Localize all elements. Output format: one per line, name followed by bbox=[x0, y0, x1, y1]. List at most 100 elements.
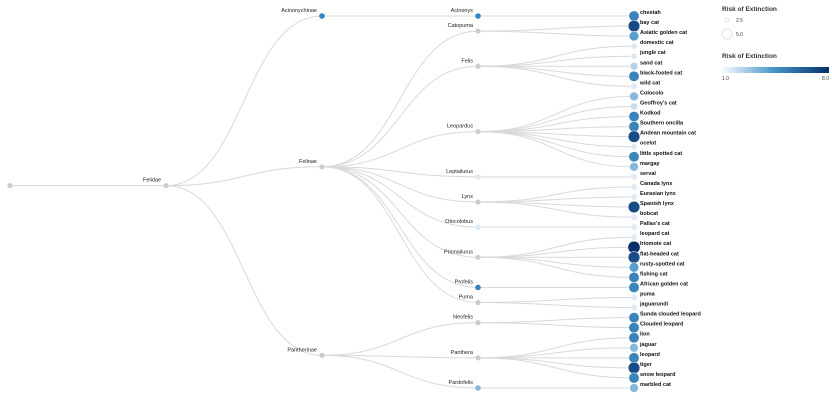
node-circle[interactable] bbox=[629, 62, 639, 71]
node-circle[interactable] bbox=[628, 372, 640, 384]
node-circle[interactable] bbox=[7, 183, 13, 189]
leaf-domestic-cat[interactable]: domestic cat bbox=[630, 40, 674, 50]
node-circle[interactable] bbox=[475, 13, 481, 19]
node-leptailurus[interactable]: Leptailurus bbox=[446, 169, 481, 180]
leaf-margay[interactable]: margay bbox=[629, 161, 661, 172]
node-circle[interactable] bbox=[630, 193, 638, 201]
node-circle[interactable] bbox=[629, 91, 639, 102]
node-felis[interactable]: Felis bbox=[461, 58, 481, 69]
leaf-marbled-cat[interactable]: marbled cat bbox=[629, 382, 671, 393]
node-circle[interactable] bbox=[475, 174, 481, 180]
leaf-serval[interactable]: serval bbox=[630, 171, 657, 181]
node-leopardus[interactable]: Leopardus bbox=[447, 124, 481, 135]
node-circle[interactable] bbox=[628, 151, 640, 163]
leaf-black-footed-cat[interactable]: black-footed cat bbox=[628, 70, 683, 82]
node-circle[interactable] bbox=[630, 42, 638, 50]
node-circle[interactable] bbox=[630, 82, 638, 90]
leaf-lion[interactable]: lion bbox=[628, 332, 651, 344]
node-circle[interactable] bbox=[475, 63, 481, 69]
node-circle[interactable] bbox=[628, 282, 640, 293]
leaf-puma[interactable]: puma bbox=[630, 292, 656, 301]
node-circle[interactable] bbox=[628, 352, 640, 364]
node-circle[interactable] bbox=[630, 52, 638, 60]
leaf-kodkod[interactable]: Kodkod bbox=[628, 111, 661, 122]
leaf-clouded-leopard[interactable]: Clouded leopard bbox=[628, 322, 684, 334]
node-circle[interactable] bbox=[630, 102, 638, 111]
leaf-sand-cat[interactable]: sand cat bbox=[629, 60, 662, 71]
node-circle[interactable] bbox=[319, 352, 325, 358]
node-circle[interactable] bbox=[627, 19, 641, 33]
node-root[interactable] bbox=[7, 183, 13, 189]
node-circle[interactable] bbox=[475, 129, 481, 135]
leaf-eurasian-lynx[interactable]: Eurasian lynx bbox=[630, 191, 677, 201]
node-felidae[interactable]: Felidae bbox=[143, 178, 169, 189]
node-panthera[interactable]: Panthera bbox=[451, 350, 481, 361]
node-circle[interactable] bbox=[628, 271, 640, 283]
node-prionailurus[interactable]: Prionailurus bbox=[444, 249, 481, 260]
node-circle[interactable] bbox=[630, 143, 638, 151]
leaf-little-spotted-cat[interactable]: little spotted cat bbox=[628, 151, 683, 163]
node-circle[interactable] bbox=[627, 251, 641, 264]
node-circle[interactable] bbox=[630, 173, 638, 181]
node-circle[interactable] bbox=[628, 312, 640, 324]
node-acinonychinae[interactable]: Acinonychinae bbox=[281, 8, 325, 19]
node-circle[interactable] bbox=[475, 254, 481, 260]
node-circle[interactable] bbox=[630, 223, 638, 231]
node-circle[interactable] bbox=[628, 10, 640, 22]
leaf-spanish-lynx[interactable]: Spanish lynx bbox=[627, 200, 675, 214]
node-circle[interactable] bbox=[630, 213, 638, 221]
node-circle[interactable] bbox=[630, 183, 638, 191]
node-profelis[interactable]: Profelis bbox=[455, 279, 481, 291]
node-circle[interactable] bbox=[627, 200, 641, 214]
node-lynx[interactable]: Lynx bbox=[462, 194, 481, 205]
leaf-pallas-s-cat[interactable]: Pallas's cat bbox=[630, 221, 670, 231]
node-puma[interactable]: Puma bbox=[459, 295, 481, 306]
node-acinonyx[interactable]: Acinonyx bbox=[451, 8, 481, 19]
node-circle[interactable] bbox=[319, 13, 325, 19]
node-circle[interactable] bbox=[630, 304, 638, 312]
node-circle[interactable] bbox=[628, 111, 640, 122]
leaf-snow-leopard[interactable]: snow leopard bbox=[628, 372, 676, 384]
leaf-bobcat[interactable]: bobcat bbox=[630, 211, 658, 221]
node-circle[interactable] bbox=[628, 31, 640, 42]
node-circle[interactable] bbox=[628, 70, 640, 82]
node-circle[interactable] bbox=[475, 299, 481, 306]
node-circle[interactable] bbox=[475, 284, 481, 291]
node-circle[interactable] bbox=[475, 385, 481, 391]
leaf-asiatic-golden-cat[interactable]: Asiatic golden cat bbox=[628, 30, 687, 42]
node-circle[interactable] bbox=[475, 320, 481, 326]
node-circle[interactable] bbox=[630, 294, 638, 301]
leaf-wild-cat[interactable]: wild cat bbox=[630, 80, 661, 90]
node-circle[interactable] bbox=[628, 262, 640, 273]
node-neofelis[interactable]: Neofelis bbox=[453, 315, 481, 326]
node-circle[interactable] bbox=[629, 162, 639, 172]
node-circle[interactable] bbox=[475, 224, 481, 230]
node-felinae[interactable]: Felinae bbox=[299, 159, 325, 170]
node-circle[interactable] bbox=[163, 183, 169, 189]
leaf-african-golden-cat[interactable]: African golden cat bbox=[628, 281, 688, 293]
leaf-tiger[interactable]: tiger bbox=[627, 361, 653, 374]
node-circle[interactable] bbox=[629, 383, 639, 393]
node-circle[interactable] bbox=[628, 322, 640, 334]
node-catopuma[interactable]: Catopuma bbox=[448, 23, 481, 34]
leaf-andean-mountain-cat[interactable]: Andean mountain cat bbox=[627, 130, 696, 143]
node-circle[interactable] bbox=[628, 121, 640, 133]
node-circle[interactable] bbox=[627, 361, 641, 374]
node-pantherinae[interactable]: Pantherinae bbox=[287, 347, 325, 358]
node-circle[interactable] bbox=[475, 355, 481, 361]
node-circle[interactable] bbox=[627, 130, 641, 143]
node-circle[interactable] bbox=[475, 28, 481, 34]
leaf-jaguar[interactable]: jaguar bbox=[629, 342, 658, 353]
node-circle[interactable] bbox=[630, 233, 638, 241]
leaf-canada-lynx[interactable]: Canada lynx bbox=[630, 181, 674, 191]
node-pardofelis[interactable]: Pardofelis bbox=[449, 380, 481, 391]
leaf-geoffroy-s-cat[interactable]: Geoffroy's cat bbox=[630, 100, 677, 111]
leaf-jungle-cat[interactable]: jungle cat bbox=[630, 50, 666, 60]
node-circle[interactable] bbox=[629, 343, 639, 353]
node-otocolobus[interactable]: Otocolobus bbox=[445, 219, 481, 230]
leaf-leopard-cat[interactable]: leopard cat bbox=[630, 231, 670, 241]
node-circle[interactable] bbox=[319, 164, 325, 170]
leaf-ocelot[interactable]: ocelot bbox=[630, 141, 657, 151]
node-circle[interactable] bbox=[628, 332, 640, 344]
node-circle[interactable] bbox=[475, 199, 481, 205]
